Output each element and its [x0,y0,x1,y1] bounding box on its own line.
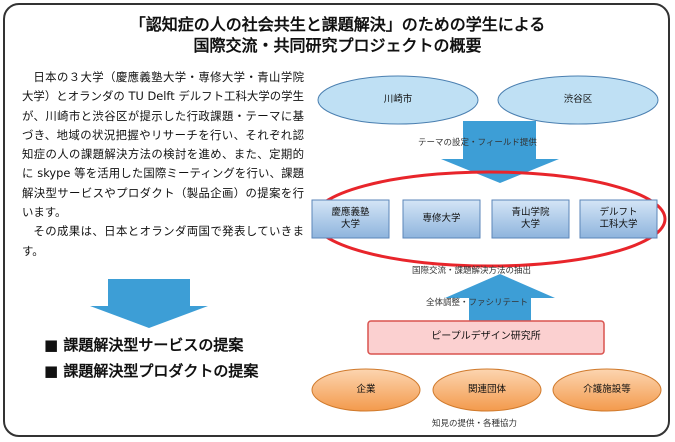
partner-ellipse-care-facility [552,368,662,412]
partner-label-company: 企業 [356,384,376,395]
university-box-keio [311,199,390,239]
outcome-list: ■ 課題解決型サービスの提案 ■ 課題解決型プロダクトの提案 [44,332,258,384]
caption-exchange: 国際交流・課題解決方法の抽出 [412,266,532,276]
university-label-delft: デルフト 工科大学 [599,207,638,230]
caption-cooperation: 知見の提供・各種協力 [432,419,518,429]
municipality-ellipse-shibuya [497,75,659,125]
university-label-aoyama: 青山学院 大学 [511,207,550,230]
partner-ellipse-company [311,368,421,412]
page-title: 「認知症の人の社会共生と課題解決」のための学生による 国際交流・共同研究プロジェ… [0,14,675,56]
partner-ellipse-organization [432,368,542,412]
outer-frame [3,3,670,437]
caption-theme: テーマの設定・フィールド提供 [418,138,537,148]
coordination-arrow [445,274,555,324]
title-line-1: 「認知症の人の社会共生と課題解決」のための学生による [129,15,546,34]
outcome-item-product: ■ 課題解決型プロダクトの提案 [44,362,259,380]
university-label-keio: 慶應義塾 大学 [331,207,370,230]
university-label-senshu: 専修大学 [422,213,461,224]
university-box-delft [579,199,658,239]
outcome-arrow [90,279,208,328]
municipality-label-shibuya: 渋谷区 [563,94,593,105]
lab-box [367,320,605,355]
outcome-item-service: ■ 課題解決型サービスの提案 [44,336,244,354]
partner-label-care-facility: 介護施設等 [583,384,631,395]
description-paragraph-1: 日本の３大学（慶應義塾大学・専修大学・青山学院大学）とオランダの TU Delf… [22,70,304,220]
lab-label: ピープルデザイン研究所 [431,331,541,342]
university-box-aoyama [491,199,570,239]
theme-arrow [441,121,559,183]
caption-coordination: 全体調整・ファシリテート [426,298,529,308]
university-box-senshu [402,199,481,239]
description-text: 日本の３大学（慶應義塾大学・専修大学・青山学院大学）とオランダの TU Delf… [22,68,304,261]
partner-label-organization: 関連団体 [467,384,506,395]
municipality-ellipse-kawasaki [317,75,479,125]
title-line-2: 国際交流・共同研究プロジェクトの概要 [193,36,482,55]
municipality-label-kawasaki: 川崎市 [383,94,413,105]
description-paragraph-2: その成果は、日本とオランダ両国で発表していきます。 [22,224,304,258]
